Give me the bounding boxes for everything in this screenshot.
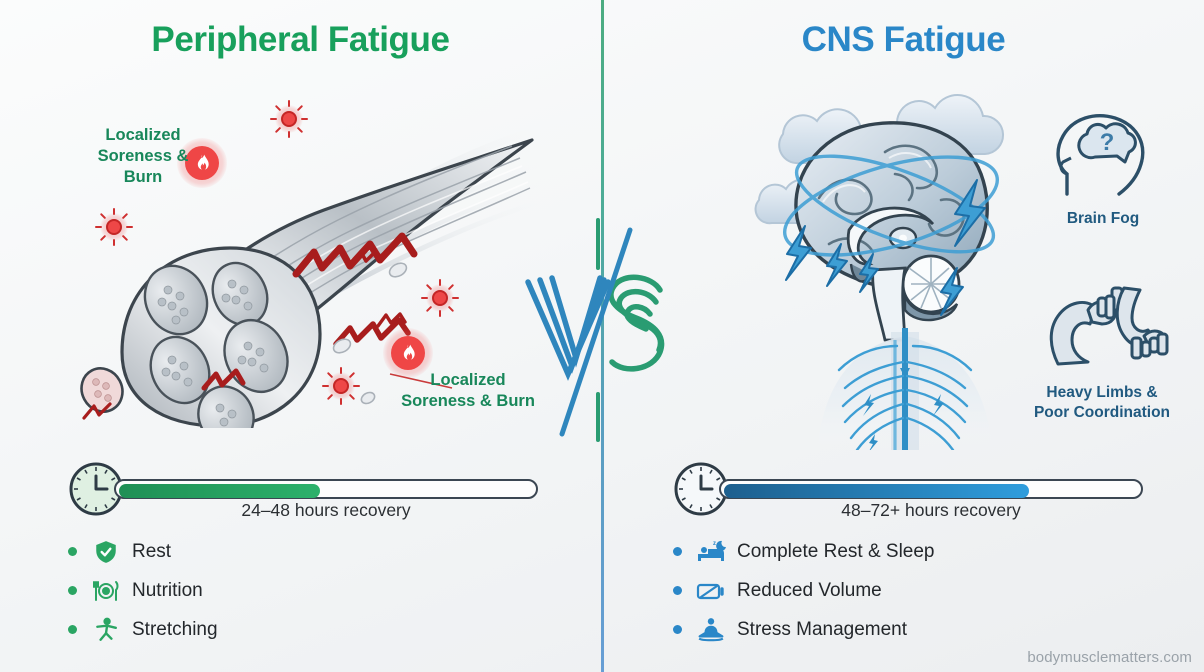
- left-callout-top-line1: Localized: [105, 126, 181, 144]
- list-item-label: Stretching: [132, 618, 218, 640]
- left-callout-top-line2: Soreness &: [97, 147, 189, 165]
- heavy-limbs-caption-line1: Heavy Limbs &: [1046, 384, 1158, 401]
- left-panel-title: Peripheral Fatigue: [151, 20, 450, 59]
- left-recovery-meter: 24–48 hours recovery: [68, 456, 538, 526]
- bullet-dot: [673, 547, 682, 556]
- bullet-dot: [68, 625, 77, 634]
- list-item-label: Complete Rest & Sleep: [737, 540, 935, 562]
- right-recovery-meter: 48–72+ hours recovery: [673, 456, 1143, 526]
- stretching-person-icon: [91, 616, 121, 644]
- right-recovery-tips: z Complete Rest & Sleep Reduced Volume: [673, 532, 935, 649]
- vs-logo: [525, 218, 665, 442]
- lightning-bolt-icon: [785, 179, 986, 316]
- svg-text:z: z: [713, 541, 716, 547]
- list-item: Rest: [68, 532, 218, 571]
- right-recovery-track: [719, 479, 1143, 499]
- vs-letter-s: [608, 274, 665, 372]
- pain-burst-icon: [95, 208, 133, 246]
- vs-slash: [559, 227, 633, 437]
- torso-nervous-system: [817, 328, 993, 584]
- vs-letter-v: [525, 275, 611, 381]
- list-item: Reduced Volume: [673, 571, 935, 610]
- left-callout-bottom: Localized Soreness & Burn: [373, 370, 563, 412]
- left-callout-top: Localized Soreness & Burn: [78, 125, 208, 188]
- list-item: Nutrition: [68, 571, 218, 610]
- svg-text:?: ?: [1100, 129, 1115, 156]
- orbit-rings: [782, 154, 1000, 257]
- list-item-label: Rest: [132, 540, 172, 562]
- detached-fiber: [80, 367, 124, 413]
- bullet-dot: [68, 547, 77, 556]
- panel-divider: [601, 0, 604, 672]
- list-item-label: Nutrition: [132, 579, 203, 601]
- clock-icon: [69, 462, 123, 516]
- bullet-dot: [673, 625, 682, 634]
- arms-dumbbells-icon: [1049, 286, 1169, 366]
- versus-badge: [520, 218, 685, 443]
- watermark: bodymusclematters.com: [1027, 649, 1192, 666]
- cns-illustration: [745, 78, 1065, 584]
- left-recovery-fill: [119, 484, 320, 498]
- list-item: Stress Management: [673, 610, 935, 649]
- bullet-dot: [68, 586, 77, 595]
- battery-slash-icon: [696, 577, 726, 605]
- left-callout-bottom-line1: Localized: [430, 371, 506, 389]
- left-callout-top-line3: Burn: [123, 168, 163, 186]
- list-item: z Complete Rest & Sleep: [673, 532, 935, 571]
- fascicle-cross-section: [120, 246, 322, 447]
- bullet-dot: [673, 586, 682, 595]
- brain-nervous-system-svg: [754, 94, 1005, 584]
- heavy-limbs-caption-line2: Poor Coordination: [1033, 404, 1171, 421]
- pain-burst-icon: [322, 367, 360, 405]
- pain-burst-icon: [421, 279, 459, 317]
- left-callout-bottom-line2: Soreness & Burn: [401, 392, 535, 410]
- muscle-bundle-svg: [80, 126, 542, 447]
- brain-fog-block: ? Brain Fog: [1012, 106, 1194, 229]
- pain-burst-icon: [270, 100, 308, 138]
- plate-cutlery-icon: [91, 577, 121, 605]
- shield-check-icon: [91, 538, 121, 566]
- list-item: Stretching: [68, 610, 218, 649]
- muscle-fiber-illustration: [80, 88, 542, 447]
- brain-fog-caption: Brain Fog: [1066, 210, 1140, 227]
- right-recovery-fill: [724, 484, 1030, 498]
- right-panel-title: CNS Fatigue: [801, 20, 1006, 59]
- muscle-microtears: [82, 232, 418, 420]
- list-item-label: Stress Management: [737, 618, 908, 640]
- right-recovery-caption: 48–72+ hours recovery: [841, 500, 1021, 520]
- cerebellum: [901, 254, 961, 322]
- left-recovery-tips: Rest Nutrition: [68, 532, 218, 649]
- bed-moon-icon: z: [696, 538, 726, 566]
- flame-icon: [177, 138, 227, 188]
- flame-icon: [383, 328, 433, 378]
- left-recovery-track: [114, 479, 538, 499]
- left-recovery-caption: 24–48 hours recovery: [241, 500, 411, 520]
- list-item-label: Reduced Volume: [737, 579, 882, 601]
- heavy-limbs-block: Heavy Limbs & Poor Coordination: [1004, 282, 1200, 423]
- head-brain-question-icon: ?: [1056, 114, 1145, 196]
- meditation-icon: [696, 616, 726, 644]
